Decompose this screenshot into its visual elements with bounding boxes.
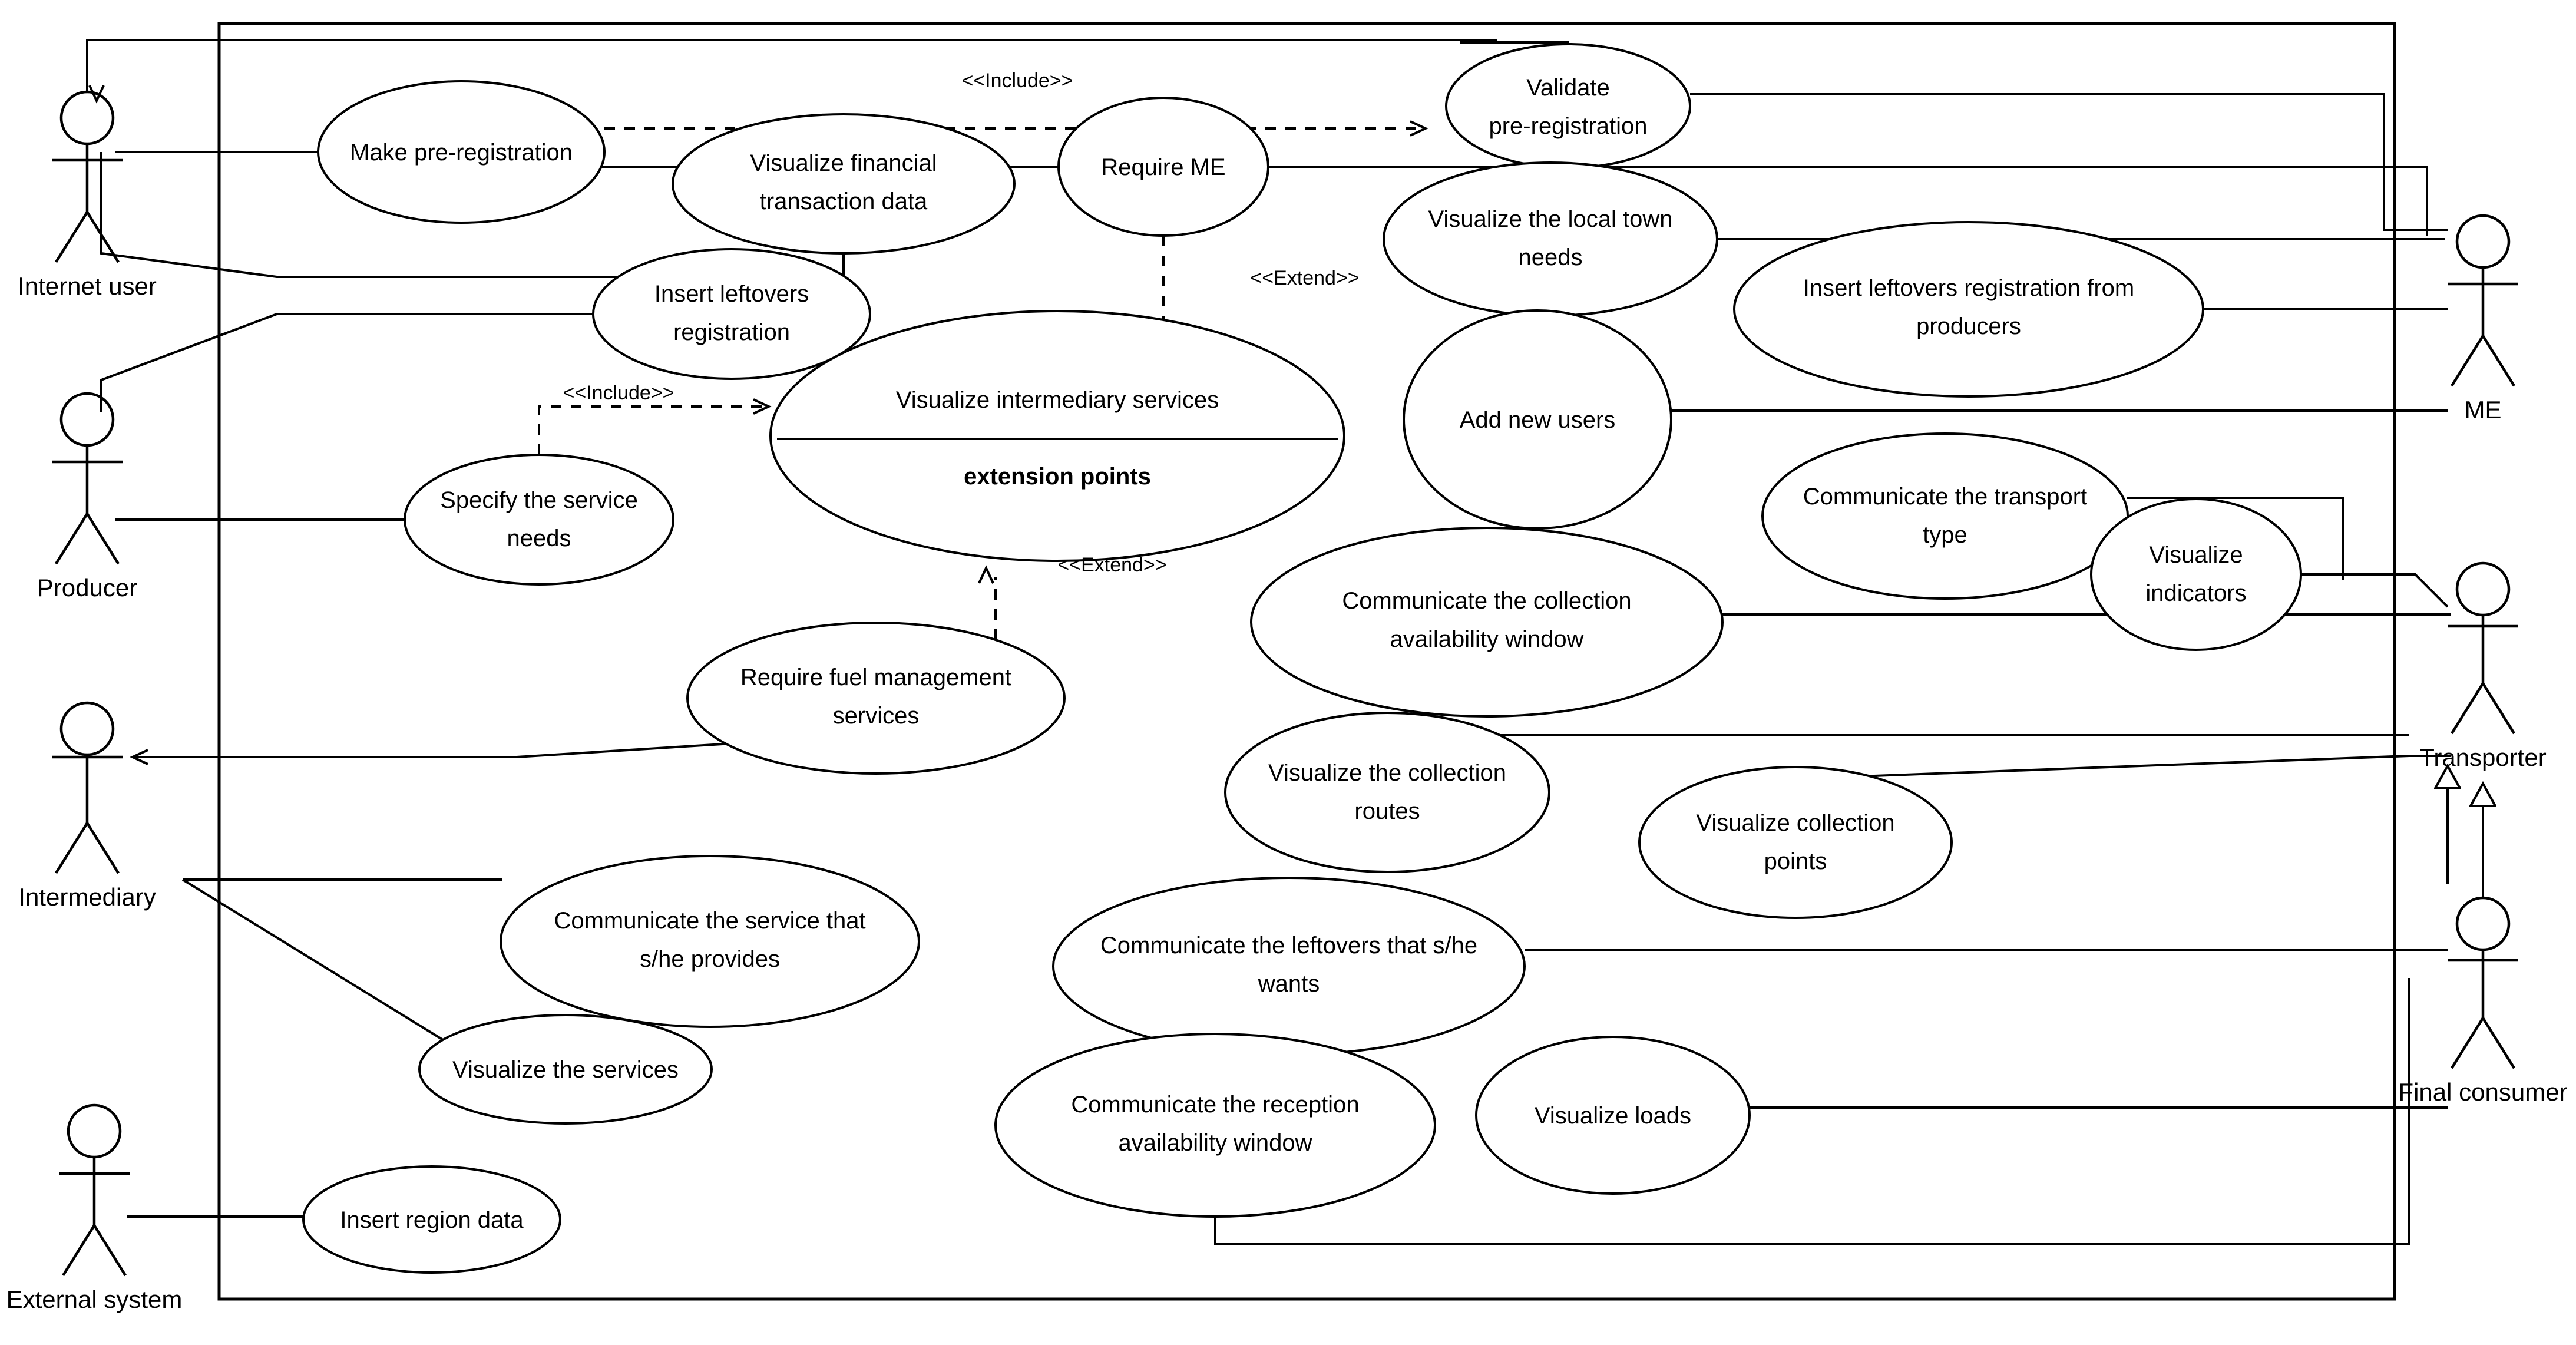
assoc-intermediary-visualize-services xyxy=(181,878,449,1044)
actor-label: Final consumer xyxy=(2398,1078,2567,1106)
use-case-label-line1: Require fuel management xyxy=(740,665,1011,690)
use-case-label-line2: pre-registration xyxy=(1489,113,1647,139)
use-case-add-new-users[interactable]: Add new users xyxy=(1403,309,1672,530)
actor-me[interactable]: ME xyxy=(2448,214,2518,424)
stereotype-include-specify-service: <<Include>> xyxy=(563,382,674,404)
use-case-label-line2: producers xyxy=(1916,313,2021,339)
actor-label: Internet user xyxy=(18,272,157,300)
include-specify-service-to-visualize-intermediary xyxy=(538,398,772,455)
extension-points-label: extension points xyxy=(964,464,1151,490)
use-case-communicate-the-leftovers-that-she-wants[interactable]: Communicate the leftovers that s/he want… xyxy=(1052,877,1526,1056)
use-case-insert-region-data[interactable]: Insert region data xyxy=(302,1165,561,1274)
use-case-shapes: Make pre-registration Visualize financia… xyxy=(302,43,2302,1274)
use-case-label-line2: registration xyxy=(673,319,790,345)
stereotype-labels: <<Include>> <<Extend>> <<Include>> <<Ext… xyxy=(563,70,1359,576)
use-case-visualize-indicators[interactable]: Visualize indicators xyxy=(2090,498,2302,651)
assoc-validate-me xyxy=(1690,93,2448,231)
use-case-label-line1: Specify the service xyxy=(440,487,638,513)
use-case-label-line2: s/he provides xyxy=(640,946,780,972)
use-case-label-line2: needs xyxy=(1519,244,1583,270)
use-case-communicate-the-transport-type[interactable]: Communicate the transport type xyxy=(1761,432,2129,600)
use-case-communicate-the-reception-availability-window[interactable]: Communicate the reception availability w… xyxy=(994,1033,1436,1218)
actor-transporter[interactable]: Transporter xyxy=(2419,561,2547,771)
actor-label: Transporter xyxy=(2419,743,2547,771)
use-case-communicate-the-collection-availability-window[interactable]: Communicate the collection availability … xyxy=(1250,527,1724,718)
stereotype-extend-fuel: <<Extend>> xyxy=(1057,554,1166,576)
assoc-collection-points-transporter xyxy=(1826,755,2451,779)
assoc-require-me-me-actor xyxy=(1268,166,2428,236)
use-case-communicate-the-service-that-she-provides[interactable]: Communicate the service that s/he provid… xyxy=(500,855,920,1028)
use-case-label: Require ME xyxy=(1101,154,1225,180)
use-case-visualize-the-services[interactable]: Visualize the services xyxy=(418,1014,713,1125)
actor-external-system[interactable]: External system xyxy=(6,1103,183,1313)
assoc-validate-to-internet-user xyxy=(86,39,1497,104)
actor-label: ME xyxy=(2465,396,2502,424)
use-case-require-fuel-management-services[interactable]: Require fuel management services xyxy=(686,622,1066,775)
use-case-label-line1: Insert leftovers registration from xyxy=(1803,275,2134,301)
actor-producer[interactable]: Producer xyxy=(37,392,137,602)
use-case-label-line1: Visualize collection xyxy=(1696,810,1894,836)
use-case-label-line2: availability window xyxy=(1118,1130,1312,1156)
assoc-reception-window-final-consumer xyxy=(1214,978,2410,1245)
use-case-label-line2: points xyxy=(1764,848,1827,874)
use-case-require-me[interactable]: Require ME xyxy=(1057,97,1269,237)
actor-label: External system xyxy=(6,1285,183,1313)
use-case-label-line1: Communicate the transport xyxy=(1803,484,2087,510)
use-case-label-line2: availability window xyxy=(1390,626,1583,652)
stereotype-include-validate: <<Include>> xyxy=(961,70,1073,92)
use-case-label-line1: Visualize intermediary services xyxy=(896,387,1219,413)
use-case-label: Visualize the services xyxy=(452,1057,679,1083)
actor-internet-user[interactable]: Internet user xyxy=(18,90,157,300)
use-case-label-line1: Communicate the service that xyxy=(554,908,865,934)
use-case-visualize-local-town-needs[interactable]: Visualize the local town needs xyxy=(1383,161,1718,317)
actor-intermediary[interactable]: Intermediary xyxy=(18,701,156,911)
assoc-transport-type-transporter xyxy=(2127,497,2344,580)
relationship-lines xyxy=(86,39,2451,1245)
use-case-label-line1: Validate xyxy=(1526,75,1610,101)
assoc-internet-user-visualize-financial xyxy=(100,152,845,278)
use-case-visualize-the-collection-routes[interactable]: Visualize the collection routes xyxy=(1224,712,1550,873)
use-case-label-line1: Communicate the reception xyxy=(1071,1092,1359,1118)
use-case-label-line1: Communicate the leftovers that s/he xyxy=(1100,933,1477,959)
use-case-visualize-intermediary-services[interactable]: Visualize intermediary services extensio… xyxy=(769,310,1345,562)
use-case-label-line2: type xyxy=(1923,522,1967,548)
use-case-label-line2: routes xyxy=(1354,798,1420,824)
actor-label: Intermediary xyxy=(18,883,156,911)
use-case-label-line2: services xyxy=(833,703,920,729)
use-case-label-line2: needs xyxy=(507,526,571,551)
use-case-label-line1: Visualize the collection xyxy=(1268,760,1506,786)
use-case-specify-the-service-needs[interactable]: Specify the service needs xyxy=(404,454,674,586)
use-case-label-line1: Communicate the collection xyxy=(1342,588,1631,614)
dependency-lines xyxy=(538,120,1428,660)
use-case-validate-pre-registration[interactable]: Validate pre-registration xyxy=(1445,43,1691,169)
use-case-visualize-loads[interactable]: Visualize loads xyxy=(1475,1036,1751,1195)
use-case-label-line1: Insert leftovers xyxy=(654,281,809,307)
use-case-label-line1: Visualize xyxy=(2149,542,2243,568)
actor-label: Producer xyxy=(37,574,137,602)
use-case-label: Insert region data xyxy=(340,1207,524,1233)
use-case-insert-leftovers-registration[interactable]: Insert leftovers registration xyxy=(592,248,871,380)
assoc-intermediary-fuel-services xyxy=(130,741,752,765)
use-case-label: Visualize loads xyxy=(1535,1103,1691,1129)
use-case-make-pre-registration[interactable]: Make pre-registration xyxy=(317,80,606,224)
use-case-label: Make pre-registration xyxy=(350,140,573,166)
actor-final-consumer[interactable]: Final consumer xyxy=(2398,896,2568,1106)
use-case-label-line2: wants xyxy=(1258,971,1320,997)
use-case-label-line1: Visualize financial xyxy=(750,150,937,176)
use-case-label-line2: transaction data xyxy=(760,189,928,214)
use-case-insert-leftovers-registration-from-producers[interactable]: Insert leftovers registration from produ… xyxy=(1733,221,2204,398)
assoc-visualize-indicators-transporter xyxy=(2300,573,2449,608)
use-case-visualize-collection-points[interactable]: Visualize collection points xyxy=(1638,766,1953,919)
use-case-label-line2: indicators xyxy=(2145,580,2246,606)
use-case-label-line1: Visualize the local town xyxy=(1428,206,1672,232)
use-case-label: Add new users xyxy=(1460,407,1616,433)
stereotype-extend-require-me: <<Extend>> xyxy=(1250,267,1359,289)
system-boundary xyxy=(217,22,2396,1301)
assoc-producer-insert-leftovers-registration xyxy=(100,313,593,412)
use-case-visualize-financial-transaction-data[interactable]: Visualize financial transaction data xyxy=(672,113,1016,255)
